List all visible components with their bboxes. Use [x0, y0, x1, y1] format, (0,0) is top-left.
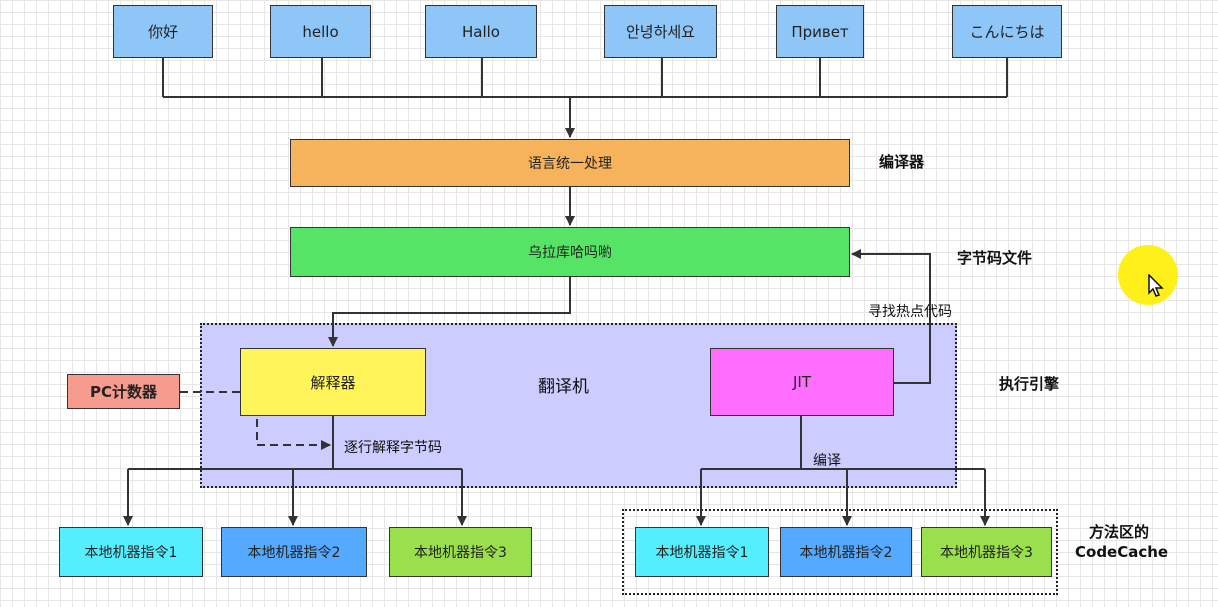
- native-right-2: 本地机器指令2: [780, 527, 912, 577]
- native-left-3: 本地机器指令3: [389, 527, 532, 577]
- language-box-2: hello: [270, 5, 371, 58]
- cursor-icon: [1148, 273, 1164, 304]
- line-by-line-label: 逐行解释字节码: [344, 440, 442, 456]
- compile-label: 编译: [813, 453, 841, 469]
- cursor-highlight: [1118, 245, 1178, 305]
- language-box-4: 안녕하세요: [604, 5, 717, 58]
- language-box-1: 你好: [113, 5, 213, 58]
- native-right-3: 本地机器指令3: [921, 527, 1052, 577]
- unified-processing-box: 语言统一处理: [290, 139, 850, 187]
- language-box-6: こんにちは: [952, 5, 1062, 58]
- jit-box: JIT: [710, 348, 894, 416]
- native-right-1: 本地机器指令1: [635, 527, 769, 577]
- native-left-2: 本地机器指令2: [221, 527, 367, 577]
- language-box-3: Hallo: [425, 5, 537, 58]
- method-area-label: 方法区的: [1089, 523, 1150, 541]
- native-left-1: 本地机器指令1: [59, 527, 203, 577]
- bytecode-box: 乌拉库哈吗喲: [290, 227, 850, 277]
- translator-label: 翻译机: [538, 377, 589, 397]
- code-cache-label: CodeCache: [1075, 543, 1169, 561]
- pc-counter-box: PC计数器: [67, 374, 180, 409]
- find-hot-code-label: 寻找热点代码: [868, 304, 952, 320]
- language-box-5: Привет: [776, 5, 864, 58]
- interpreter-box: 解释器: [240, 348, 426, 416]
- bytecode-file-label: 字节码文件: [957, 249, 1033, 267]
- code-cache-area: [622, 509, 1058, 595]
- compiler-label: 编译器: [879, 153, 925, 171]
- execution-engine-label: 执行引擎: [999, 375, 1060, 393]
